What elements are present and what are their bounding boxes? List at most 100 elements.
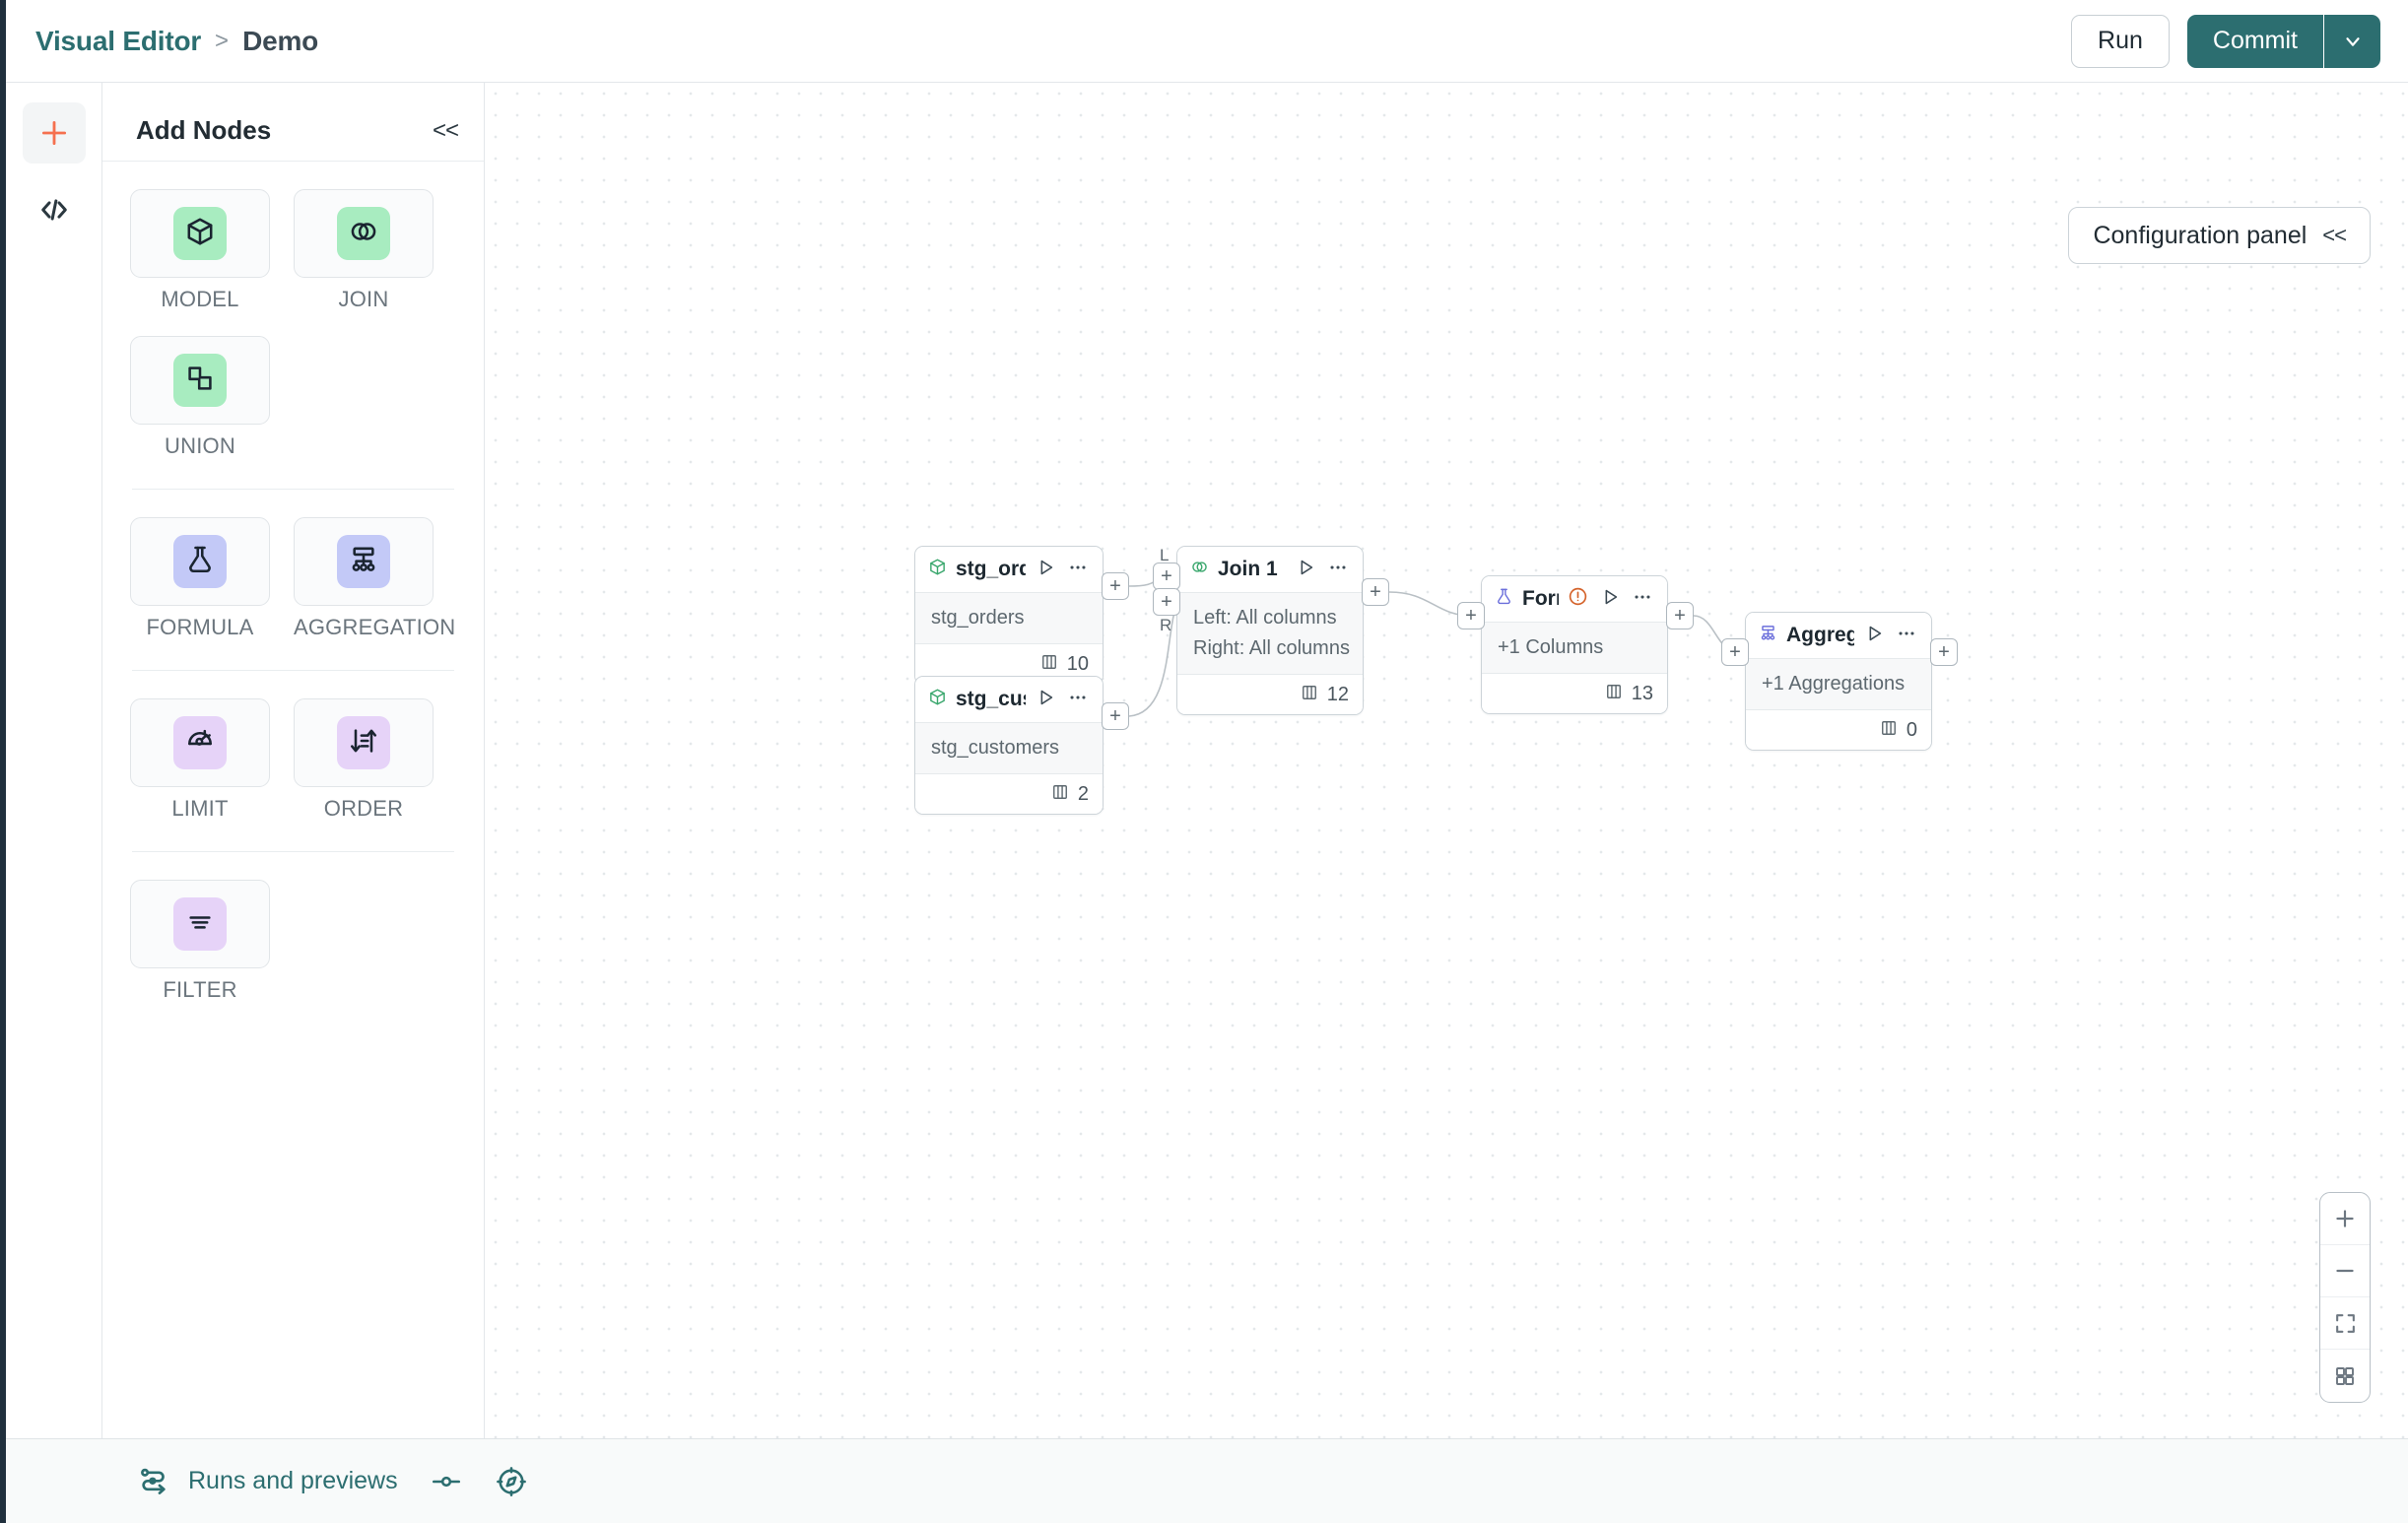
- play-icon[interactable]: [1035, 687, 1056, 713]
- canvas-node-body: +1 Aggregations: [1746, 659, 1931, 710]
- port-in-formula[interactable]: +: [1457, 602, 1485, 629]
- play-icon[interactable]: [1599, 586, 1621, 613]
- port-in-join-right[interactable]: +: [1153, 588, 1180, 616]
- node-group-divider: [132, 851, 454, 852]
- warning-circle-icon[interactable]: [1568, 586, 1588, 612]
- port-out-formula[interactable]: +: [1666, 602, 1694, 629]
- node-type-union[interactable]: UNION: [130, 336, 270, 459]
- play-icon[interactable]: [1295, 557, 1316, 583]
- commit-button[interactable]: Commit: [2186, 14, 2323, 68]
- ellipsis-icon[interactable]: [1327, 557, 1349, 583]
- canvas-node-title: Aggregation 1: [1786, 624, 1854, 646]
- play-icon[interactable]: [1035, 557, 1056, 583]
- node-type-swatch: [173, 897, 227, 951]
- port-out-stg-customers[interactable]: +: [1102, 702, 1129, 730]
- commit-dropdown-button[interactable]: [2323, 14, 2380, 68]
- node-type-label: MODEL: [161, 287, 239, 311]
- hierarchy-icon: [1759, 624, 1777, 647]
- sort-arrows-icon: [348, 725, 379, 762]
- node-type-label: LIMIT: [171, 796, 229, 821]
- hierarchy-icon: [348, 544, 379, 580]
- port-label-join-right: R: [1160, 616, 1172, 634]
- panel-collapse-button[interactable]: <<: [432, 116, 459, 144]
- node-type-limit[interactable]: LIMIT: [130, 698, 270, 822]
- port-out-aggregation[interactable]: +: [1930, 638, 1958, 666]
- flask-icon: [184, 544, 216, 580]
- canvas-node-body: stg_customers: [915, 723, 1103, 774]
- limit-gauge-icon: [184, 725, 216, 762]
- node-type-aggregation[interactable]: AGGREGATION: [294, 517, 456, 640]
- node-type-tile-union[interactable]: [130, 336, 270, 425]
- canvas-node-actions: [1035, 687, 1089, 713]
- canvas-node-body: +1 Columns: [1482, 623, 1667, 674]
- zoom-in-button[interactable]: [2320, 1193, 2370, 1245]
- chevron-down-icon: [2345, 36, 2360, 46]
- ellipsis-icon[interactable]: [1632, 586, 1653, 613]
- canvas-dot-grid: [485, 83, 2408, 1438]
- breadcrumb-current: Demo: [242, 25, 319, 56]
- node-type-swatch: [337, 535, 390, 588]
- node-type-tile-formula[interactable]: [130, 517, 270, 606]
- plus-icon: [41, 120, 66, 146]
- canvas-node-footer: 13: [1482, 674, 1667, 713]
- node-type-formula[interactable]: FORMULA: [130, 517, 270, 640]
- configuration-panel-button[interactable]: Configuration panel <<: [2068, 207, 2371, 264]
- canvas-node-actions: [1295, 557, 1349, 583]
- node-type-swatch: [173, 716, 227, 769]
- compass-button[interactable]: [495, 1465, 528, 1498]
- play-icon[interactable]: [1863, 623, 1885, 649]
- node-type-tile-aggregation[interactable]: [294, 517, 434, 606]
- node-type-label: FORMULA: [146, 615, 254, 639]
- node-type-tile-join[interactable]: [294, 189, 434, 278]
- columns-icon: [1604, 682, 1624, 706]
- venn-circles-icon: [1190, 558, 1209, 581]
- node-type-label: FILTER: [163, 977, 237, 1002]
- node-type-tile-model[interactable]: [130, 189, 270, 278]
- cube-icon: [928, 558, 947, 581]
- node-type-model[interactable]: MODEL: [130, 189, 270, 312]
- node-group-divider: [132, 489, 454, 490]
- zoom-out-button[interactable]: [2320, 1245, 2370, 1297]
- zoom-toolbar: [2319, 1192, 2371, 1403]
- node-type-join[interactable]: JOIN: [294, 189, 434, 312]
- flow-canvas[interactable]: Configuration panel << stg_ordersstg_ord…: [485, 83, 2408, 1438]
- node-type-tile-order[interactable]: [294, 698, 434, 787]
- node-type-label: AGGREGATION: [294, 615, 456, 639]
- port-in-aggregation[interactable]: +: [1721, 638, 1749, 666]
- runs-and-previews-button[interactable]: Runs and previews: [138, 1465, 398, 1498]
- node-type-order[interactable]: ORDER: [294, 698, 434, 822]
- canvas-node-body-line: +1 Columns: [1498, 636, 1604, 658]
- configuration-panel-label: Configuration panel: [2093, 221, 2308, 249]
- port-out-stg-orders[interactable]: +: [1102, 572, 1129, 600]
- breadcrumb-root-link[interactable]: Visual Editor: [35, 25, 202, 56]
- rail-add-node-button[interactable]: [22, 102, 86, 164]
- port-out-join[interactable]: +: [1362, 578, 1389, 606]
- minimap-button[interactable]: [2320, 1350, 2370, 1402]
- fit-view-button[interactable]: [2320, 1297, 2370, 1350]
- fit-view-icon: [2335, 1313, 2355, 1333]
- slider-toggle-button[interactable]: [430, 1465, 463, 1498]
- rail-code-view-button[interactable]: [23, 179, 86, 240]
- node-type-tile-filter[interactable]: [130, 880, 270, 968]
- node-type-filter[interactable]: FILTER: [130, 880, 270, 1003]
- columns-icon: [1300, 683, 1319, 707]
- node-type-swatch: [173, 535, 227, 588]
- top-bar: Visual Editor > Demo Run Commit: [6, 0, 2408, 83]
- ellipsis-icon[interactable]: [1896, 623, 1917, 649]
- canvas-node-body-line: +1 Aggregations: [1762, 673, 1906, 695]
- port-in-join-left[interactable]: +: [1153, 563, 1180, 590]
- run-button[interactable]: Run: [2071, 14, 2170, 68]
- ellipsis-icon[interactable]: [1067, 557, 1089, 583]
- node-type-tile-limit[interactable]: [130, 698, 270, 787]
- ellipsis-icon[interactable]: [1067, 687, 1089, 713]
